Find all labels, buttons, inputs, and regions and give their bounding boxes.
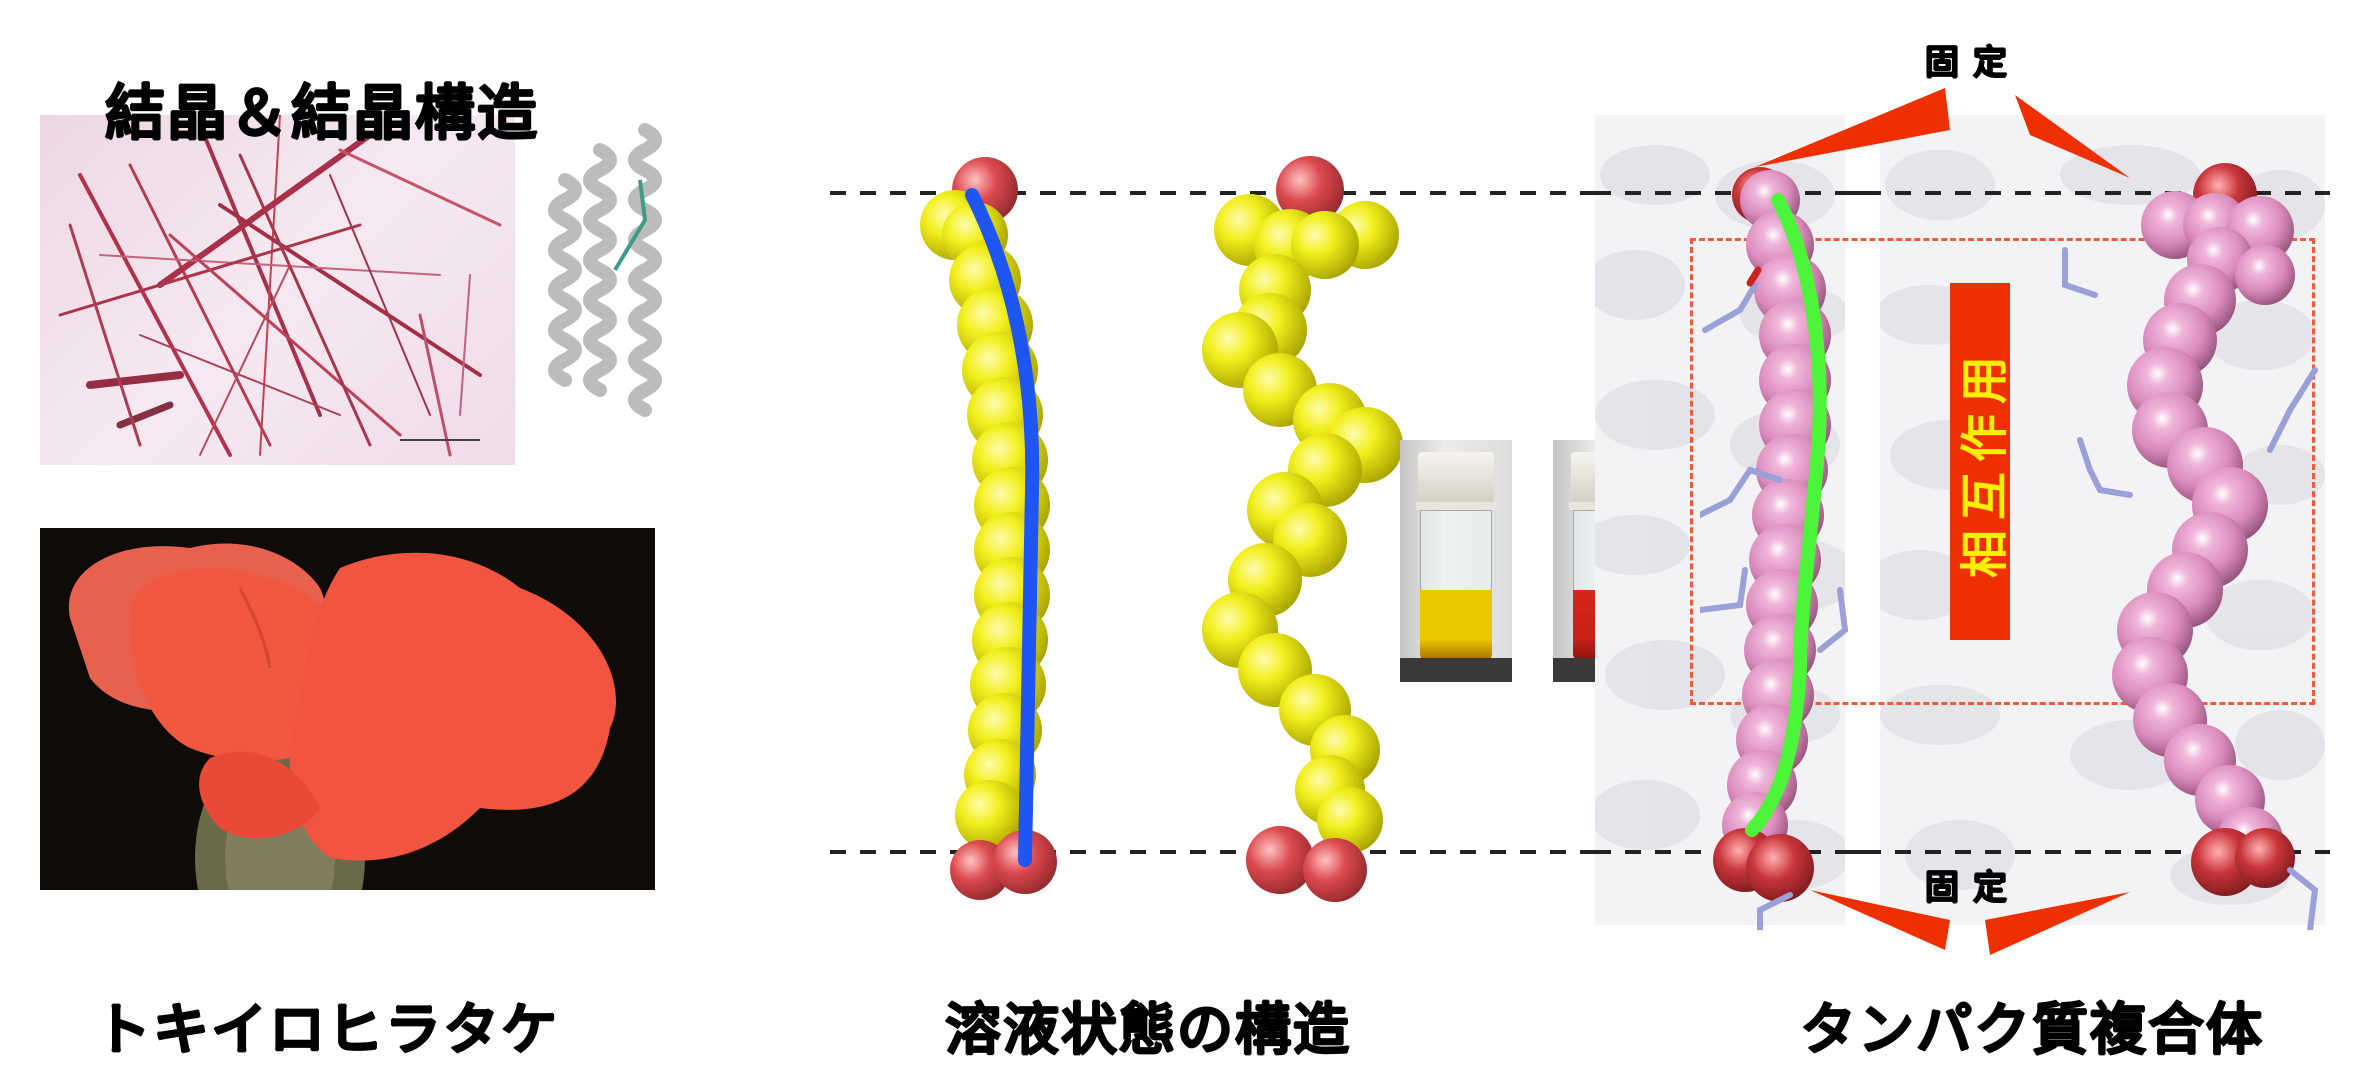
crystal-title: 結晶＆結晶構造 [105, 79, 539, 149]
mushroom-photo [40, 528, 655, 890]
mushroom-cap-middle [129, 568, 352, 762]
ligand [613, 179, 648, 272]
complex-molecule-twisted [2062, 163, 2319, 930]
green-axis-line [1745, 193, 1827, 837]
interaction-bar: 相互作用 [1950, 283, 2013, 640]
fixed-top-label: 固定 [1925, 43, 2021, 83]
top-left-arrow-icon [1755, 88, 1950, 167]
fixed-arrows [1755, 88, 2130, 955]
complex-molecule-straight [1700, 167, 1849, 930]
blue-axis-line [965, 188, 1040, 867]
crystal-needles [58, 115, 502, 457]
bottom-left-arrow-icon [1810, 890, 1950, 950]
crystal-photo [40, 115, 515, 465]
mushroom-label: トキイロヒラタケ [95, 998, 559, 1063]
interaction-label: 相互作用 [1957, 345, 2014, 578]
vial-cap [1418, 452, 1494, 504]
interaction-region-box [1690, 238, 2315, 705]
protein-complex-label: タンパク質複合体 [1800, 998, 2264, 1063]
top-right-arrow-icon [2015, 95, 2130, 178]
crystal-structure-ribbon [525, 110, 690, 480]
yellow-liquid [1420, 590, 1492, 660]
solution-structure-label: 溶液状態の構造 [945, 998, 1351, 1063]
fixed-bottom-label: 固定 [1925, 868, 2021, 908]
solution-molecule-twisted [1202, 156, 1403, 902]
mushroom-cap-right [290, 552, 616, 861]
solution-molecule-straight [920, 157, 1057, 900]
bottom-right-arrow-icon [1985, 892, 2130, 955]
vial-yellow [1400, 440, 1512, 682]
